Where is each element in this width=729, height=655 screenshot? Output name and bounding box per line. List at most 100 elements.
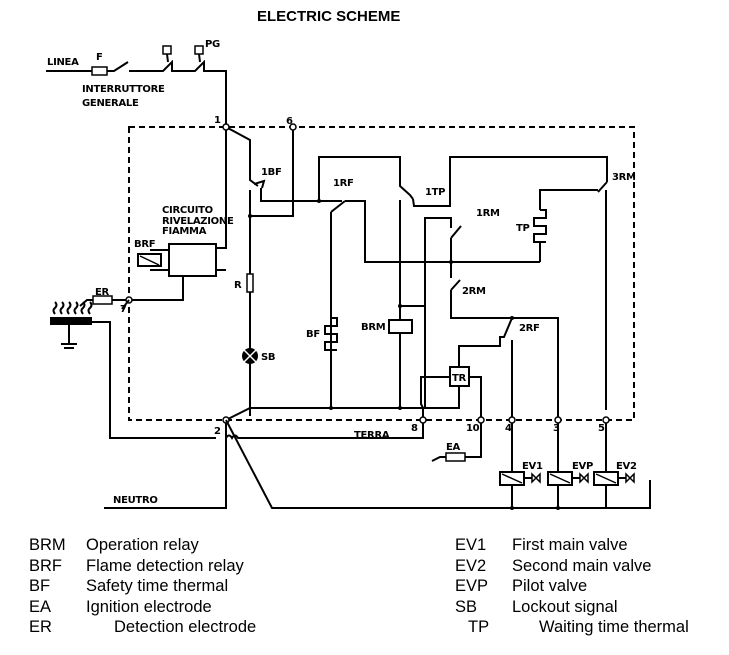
scheme-title: ELECTRIC SCHEME (257, 8, 400, 25)
supply-line: LINEA F PG INTERRUTTORE GENERALE (46, 39, 227, 127)
label-ea: EA (446, 442, 461, 453)
terminal-1-label: 1 (214, 115, 221, 126)
legend-description: Waiting time thermal (539, 618, 689, 636)
legend-item: EV2 Second main valve (455, 556, 689, 577)
legend-code: BRF (29, 556, 62, 575)
legend-item: BRM Operation relay (29, 535, 256, 556)
control-box-boundary (128, 126, 635, 421)
label-pg: PG (205, 39, 220, 50)
switch-2rf: 2RF (458, 316, 559, 420)
legend-code: EV2 (455, 556, 487, 575)
legend-item: EV1 First main valve (455, 535, 689, 556)
valve-ev2: EV2 (593, 423, 637, 508)
terminal-8-label: 8 (411, 423, 418, 434)
terminal-10-label: 10 (466, 423, 480, 434)
label-brm: BRM (361, 322, 386, 333)
electric-scheme-diagram: ELECTRIC SCHEME LINEA F PG INTERRUTTORE … (46, 8, 651, 510)
switch-1bf: 1BF (225, 126, 294, 416)
legend-code: EVP (455, 577, 489, 595)
switch-2rm: 2RM (450, 262, 512, 319)
terminal-5-label: 5 (598, 423, 605, 434)
label-bf: BF (306, 329, 320, 340)
legend-code: EV1 (455, 536, 487, 554)
label-r: R (234, 280, 242, 291)
label-evp: EVP (572, 461, 593, 472)
legend-item: EVP Pilot valve (455, 576, 689, 597)
label-fuse: F (96, 52, 103, 63)
legend-code: BRM (29, 536, 66, 554)
label-3rm: 3RM (612, 172, 636, 183)
legend-description: Pilot valve (512, 577, 588, 595)
legend-item: SB Lockout signal (455, 597, 689, 618)
switch-i-icon (162, 45, 172, 55)
sb-lockout-lamp: SB (242, 348, 276, 364)
legend-code: ER (29, 618, 52, 636)
tp-thermal: TP (516, 209, 547, 262)
legend-item: BF Safety time thermal (29, 576, 256, 597)
resistor-r: R (234, 273, 254, 293)
label-1tp: 1TP (425, 187, 445, 198)
terminal-7-label: 7 (120, 304, 127, 315)
legend-code: TP (468, 618, 490, 636)
terminal-2-label: 2 (214, 426, 221, 437)
burner-icon (50, 301, 216, 439)
valve-ev2-icon (625, 472, 635, 484)
label-tr: TR (452, 373, 467, 384)
terminal-1-node (222, 123, 230, 131)
legend-right: EV1 First main valve EV2 Second main valve… (455, 535, 689, 638)
legend-item: TP Waiting time thermal (455, 617, 689, 638)
switch-1tp: 1TP (399, 156, 608, 408)
label-ev2: EV2 (616, 461, 637, 472)
legend-description: Lockout signal (512, 597, 618, 616)
label-1rm: 1RM (476, 208, 500, 219)
legend-description: Ignition electrode (86, 597, 212, 616)
legend-description: Safety time thermal (86, 577, 229, 595)
switch-1rf: 1RF (293, 156, 540, 408)
terminal-6-label: 6 (286, 116, 293, 127)
fuse-icon (91, 66, 108, 76)
label-neutro: NEUTRO (113, 495, 158, 506)
legend-description: First main valve (512, 536, 628, 554)
terminal-8-node (419, 416, 427, 424)
valve-evp: EVP (547, 423, 593, 508)
legend-description: Flame detection relay (86, 556, 244, 575)
label-tp: TP (516, 223, 530, 234)
label-circuito: CIRCUITO (162, 205, 213, 216)
legend-code: EA (29, 597, 52, 616)
valve-evp-icon (579, 472, 589, 484)
label-1bf: 1BF (261, 167, 282, 178)
label-2rf: 2RF (519, 323, 540, 334)
bf-thermal: BF (306, 317, 338, 351)
label-ev1: EV1 (522, 461, 543, 472)
label-er: ER (95, 287, 110, 298)
legend-description: Second main valve (512, 556, 652, 575)
legend-description: Operation relay (86, 536, 199, 554)
label-rivelazione: RIVELAZIONE (162, 216, 234, 227)
ea-ignition-electrode: EA (431, 423, 482, 462)
brm-relay: BRM (361, 304, 425, 334)
label-fiamma: FIAMMA (162, 226, 207, 237)
legend-code: SB (455, 597, 478, 616)
label-generale: GENERALE (82, 98, 139, 109)
legend-item: EA Ignition electrode (29, 597, 256, 618)
label-2rm: 2RM (462, 286, 486, 297)
legend-item: ER Detection electrode (29, 617, 256, 638)
legend-code: BF (29, 577, 51, 595)
flame-detection-circuit: CIRCUITO RIVELAZIONE FIAMMA BRF (129, 205, 234, 301)
terminal-4-label: 4 (505, 423, 512, 434)
label-terra: TERRA (354, 430, 390, 441)
legend-item: BRF Flame detection relay (29, 556, 256, 577)
valve-ev1-icon (531, 472, 541, 484)
label-sb: SB (261, 352, 275, 363)
label-interruttore: INTERRUTTORE (82, 84, 165, 95)
tr-transformer: TR (400, 366, 482, 420)
switch-3rm: 3RM (539, 172, 636, 410)
terminal-6-node (289, 123, 297, 131)
label-1rf: 1RF (333, 178, 354, 189)
er-detection-electrode: 7 ER (79, 287, 133, 315)
terminal-3-label: 3 (553, 423, 560, 434)
legend-left: BRM Operation relay BRF Flame detection re… (29, 535, 256, 638)
valve-ev1: EV1 (499, 423, 543, 508)
label-brf: BRF (134, 239, 155, 250)
legend-description: Detection electrode (114, 618, 257, 636)
